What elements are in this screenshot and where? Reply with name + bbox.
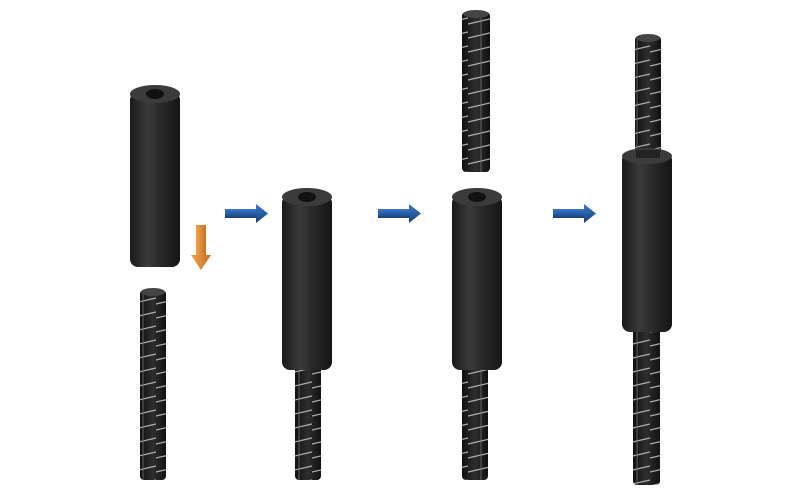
coupler-sleeve (130, 85, 180, 267)
arrow-right-icon (553, 204, 596, 223)
insert-arrow-down-icon (191, 225, 211, 270)
step-4 (622, 34, 672, 485)
arrow-right-icon (378, 204, 421, 223)
step-2 (282, 188, 332, 480)
coupler-sleeve (622, 148, 672, 332)
rebar-top (635, 34, 661, 166)
rebar-bottom (462, 360, 488, 480)
step-1 (130, 85, 211, 480)
coupler-sleeve (282, 188, 332, 370)
rebar (140, 288, 166, 480)
step-3 (452, 10, 502, 480)
rebar-bottom (633, 320, 660, 485)
rebar-top (462, 10, 490, 172)
arrow-right-icon (225, 204, 268, 223)
coupler-sleeve (452, 188, 502, 370)
rebar (295, 360, 321, 480)
